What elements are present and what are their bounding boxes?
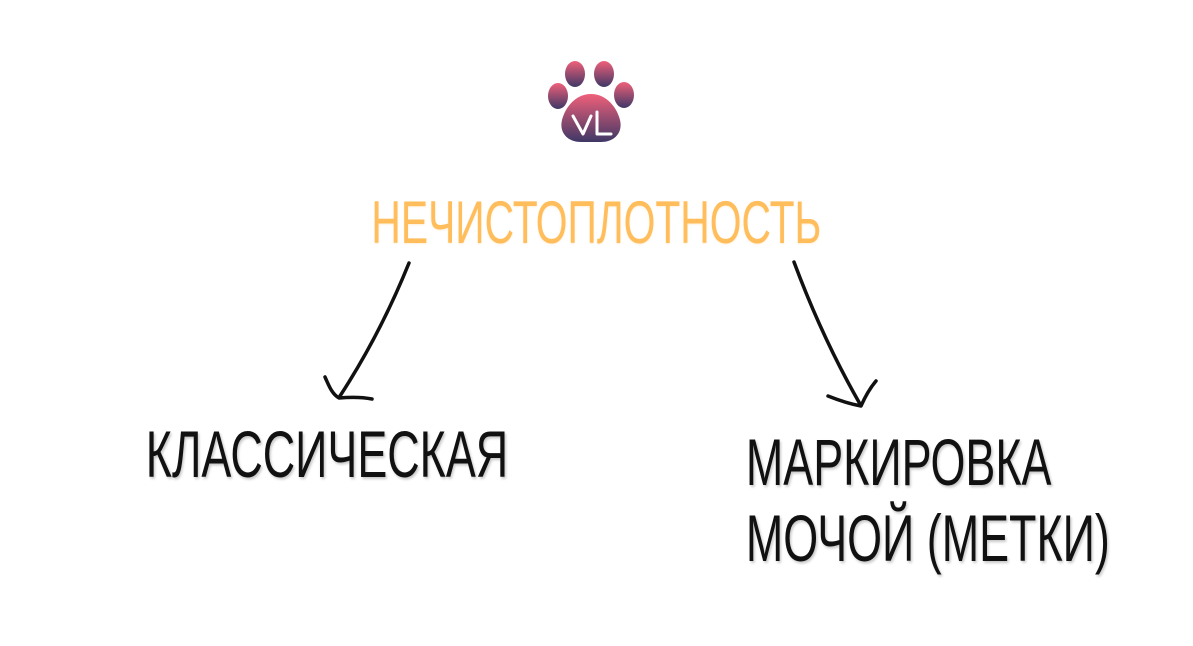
paw-icon — [548, 61, 634, 142]
arrow-right-shaft — [792, 260, 862, 406]
paw-toe-outer-left — [548, 83, 568, 109]
paw-toe-inner-right — [594, 61, 614, 87]
diagram-child-classic: КЛАССИЧЕСКАЯ — [145, 417, 509, 491]
logo-letter-l — [595, 110, 613, 136]
arrow-right-head — [826, 379, 878, 408]
diagram-child-marking-line-2: МОЧОЙ (МЕТКИ) — [745, 501, 1110, 575]
paw-logo — [545, 58, 637, 146]
paw-toe-inner-left — [565, 61, 585, 87]
arrow-left-shaft — [338, 261, 411, 398]
diagram-root-label: НЕЧИСТОПЛОТНОСТЬ — [371, 189, 822, 256]
arrow-left-head — [323, 375, 374, 401]
diagram-child-marking: МАРКИРОВКА МОЧОЙ (МЕТКИ) — [745, 424, 1110, 576]
logo-letter-v — [571, 114, 593, 136]
diagram-child-marking-line-1: МАРКИРОВКА — [745, 425, 1052, 499]
paw-toe-outer-right — [614, 82, 634, 108]
